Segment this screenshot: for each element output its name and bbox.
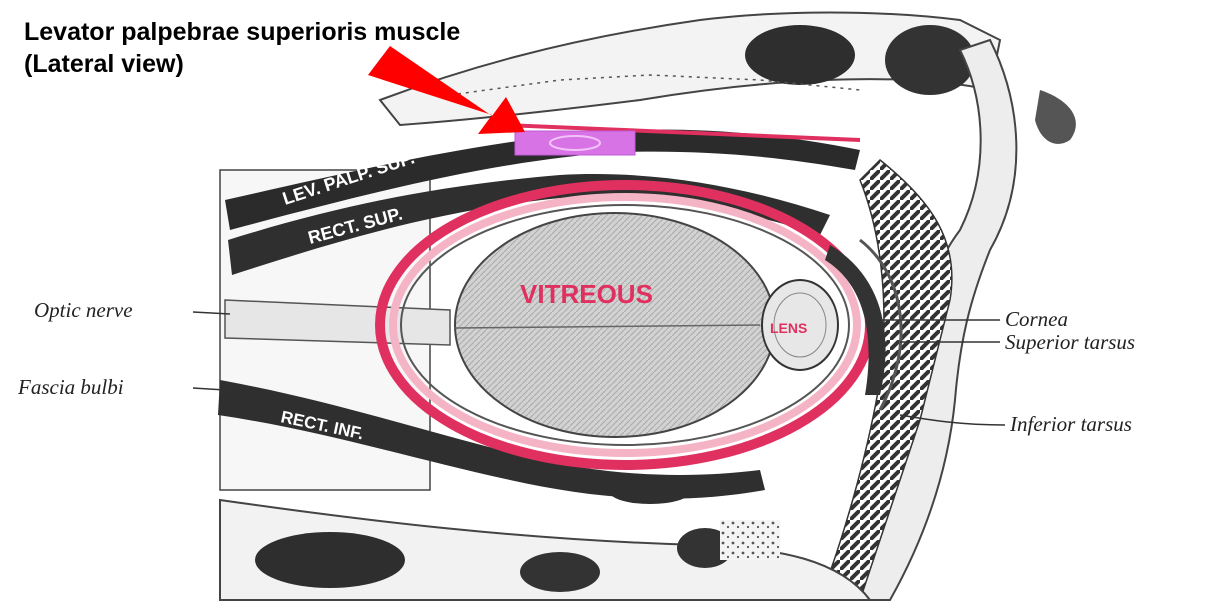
orbital-floor (220, 500, 870, 600)
title-line-1: Levator palpebrae superioris muscle (24, 16, 460, 48)
levator-highlight (515, 131, 635, 155)
inferior-tarsus-label: Inferior tarsus (1010, 412, 1132, 437)
inferior-oblique (610, 480, 690, 504)
diagram-title: Levator palpebrae superioris muscle (Lat… (24, 16, 460, 80)
title-line-2: (Lateral view) (24, 48, 460, 80)
superior-tarsus-label: Superior tarsus (1005, 330, 1135, 355)
vitreous-label: VITREOUS (520, 279, 653, 309)
fascia-bulbi-label: Fascia bulbi (18, 375, 124, 400)
cornea-label: Cornea (1005, 307, 1068, 332)
optic-nerve-label: Optic nerve (34, 298, 133, 323)
lens-label: LENS (770, 320, 807, 336)
